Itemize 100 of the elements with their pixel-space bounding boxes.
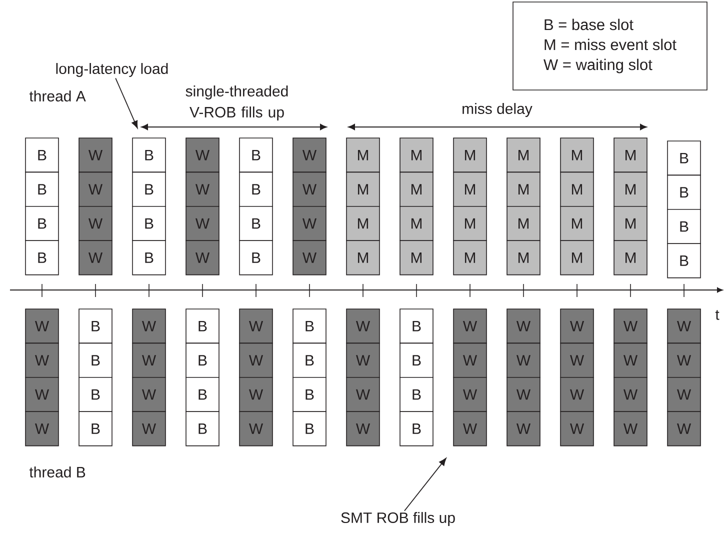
slot-cell: B	[186, 377, 220, 412]
slot-cell: B	[78, 342, 112, 378]
slot-cell: W	[132, 308, 166, 344]
slot-cell: B	[239, 138, 273, 173]
slot-cell: W	[292, 240, 326, 276]
slot-cell: W	[25, 377, 59, 412]
slot-cell: M	[400, 138, 434, 173]
legend-box: B = base slot M = miss event slot W = waiting slot	[512, 2, 708, 90]
slot-cell: W	[667, 342, 701, 378]
slot-cell: M	[453, 240, 487, 276]
leader-line	[404, 458, 446, 512]
slot-cell: W	[25, 342, 59, 378]
slot-cell: W	[78, 240, 112, 276]
slot-cell: B	[25, 138, 59, 173]
slot-cell: W	[78, 138, 112, 173]
slot-cell: W	[25, 308, 59, 344]
slot-cell: B	[239, 172, 273, 207]
slot-cell: B	[400, 308, 434, 344]
slot-cell: W	[239, 308, 273, 344]
slot-cell: M	[560, 172, 594, 207]
slot-cell: W	[132, 411, 166, 446]
slot-cell: W	[506, 377, 540, 412]
slot-cell: M	[400, 172, 434, 207]
slot-cell: M	[400, 240, 434, 276]
annotation-text: thread B	[29, 466, 86, 478]
slot-cell: W	[506, 411, 540, 446]
slot-cell: W	[560, 342, 594, 378]
slot-cell: B	[667, 243, 701, 278]
slot-cell: W	[239, 342, 273, 378]
slot-cell: W	[186, 240, 220, 276]
slot-cell: W	[614, 411, 648, 446]
slot-cell: B	[132, 138, 166, 173]
slot-cell: M	[614, 206, 648, 241]
slot-cell: B	[78, 308, 112, 344]
slot-cell: M	[614, 240, 648, 276]
annotation-text: single-threaded V-ROB fills up	[186, 86, 288, 120]
slot-cell: B	[400, 377, 434, 412]
slot-cell: W	[186, 172, 220, 207]
slot-cell: W	[292, 138, 326, 173]
slot-cell: B	[132, 240, 166, 276]
slot-cell: M	[453, 138, 487, 173]
slot-cell: W	[453, 342, 487, 378]
slot-cell: B	[25, 206, 59, 241]
annotation-text: t	[715, 310, 720, 320]
slot-cell: W	[560, 308, 594, 344]
slot-cell: B	[132, 172, 166, 207]
slot-cell: B	[667, 209, 701, 244]
slot-cell: B	[132, 206, 166, 241]
slot-cell: W	[453, 377, 487, 412]
callout-text: long-latency load	[56, 63, 168, 77]
slot-cell: W	[346, 308, 380, 344]
slot-cell: W	[560, 411, 594, 446]
slot-cell: B	[400, 342, 434, 378]
slot-cell: W	[292, 206, 326, 241]
slot-cell: M	[506, 138, 540, 173]
slot-cell: W	[667, 411, 701, 446]
slot-cell: W	[78, 206, 112, 241]
slot-cell: W	[132, 377, 166, 412]
slot-cell: W	[186, 206, 220, 241]
slot-cell: B	[292, 308, 326, 344]
slot-cell: B	[186, 342, 220, 378]
slot-cell: B	[78, 411, 112, 446]
slot-cell: M	[614, 172, 648, 207]
slot-cell: B	[186, 308, 220, 344]
slot-cell: B	[292, 342, 326, 378]
slot-cell: B	[292, 377, 326, 412]
slot-cell: M	[614, 138, 648, 173]
slot-cell: W	[346, 342, 380, 378]
slot-cell: W	[239, 377, 273, 412]
slot-cell: M	[346, 240, 380, 276]
slot-cell: B	[292, 411, 326, 446]
slot-cell: W	[239, 411, 273, 446]
slot-cell: M	[506, 240, 540, 276]
slot-cell: M	[560, 240, 594, 276]
slot-cell: W	[614, 308, 648, 344]
slot-cell: M	[506, 206, 540, 241]
slot-cell: W	[346, 411, 380, 446]
slot-cell: W	[78, 172, 112, 207]
slot-cell: B	[239, 240, 273, 276]
slot-cell: M	[506, 172, 540, 207]
slot-cell: W	[132, 342, 166, 378]
slot-cell: W	[614, 342, 648, 378]
leader-line	[115, 78, 138, 128]
slot-cell: M	[560, 138, 594, 173]
slot-cell: M	[453, 172, 487, 207]
slot-cell: W	[346, 377, 380, 412]
slot-cell: W	[186, 138, 220, 173]
slot-cell: W	[506, 342, 540, 378]
slot-cell: B	[78, 377, 112, 412]
slot-cell: W	[292, 172, 326, 207]
slot-cell: B	[239, 206, 273, 241]
slot-cell: W	[560, 377, 594, 412]
slot-cell: M	[453, 206, 487, 241]
slot-cell: W	[614, 377, 648, 412]
annotation-text: miss delay	[462, 103, 532, 117]
slot-cell: M	[346, 206, 380, 241]
slot-cell: B	[667, 140, 701, 176]
slot-cell: B	[400, 411, 434, 446]
slot-cell: W	[25, 411, 59, 446]
slot-cell: B	[667, 174, 701, 210]
